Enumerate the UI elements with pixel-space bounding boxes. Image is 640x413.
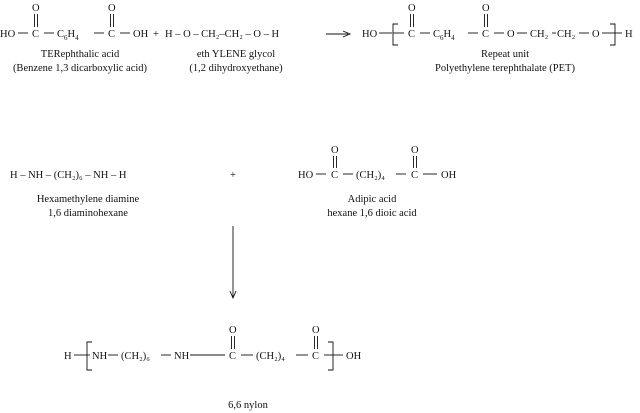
reaction-arrow-pet (326, 30, 352, 38)
ch2-group-2: CH₂ (557, 29, 576, 40)
carbonyl-oxygen: O (331, 145, 339, 156)
ring-c6h4: C6H4 (433, 29, 455, 42)
ch2-6-chain: (CH₂)₆ (121, 351, 150, 362)
oh-end: OH (346, 351, 362, 362)
carbon: C (331, 170, 338, 181)
h-end: H (64, 351, 72, 362)
nylon-product: H NH (CH₂)₆ NH C O (CH₂)₄ C O OH 6,6 nyl… (64, 325, 362, 411)
h-end: H (625, 29, 633, 40)
carbonyl-oxygen: O (408, 3, 416, 14)
ho-group: HO (0, 29, 16, 40)
right-bracket (610, 23, 616, 46)
nh-group-2: NH (174, 351, 190, 362)
oh-group: OH (441, 170, 457, 181)
ethylene-glycol-alt-name: (1,2 dihydroxyethane) (189, 63, 283, 74)
nylon-reactant-adipic-acid: HO C O (CH₂)₄ C O OH Adipic acid hexane … (298, 145, 457, 219)
right-bracket (328, 341, 334, 371)
carbonyl-oxygen: O (32, 3, 40, 14)
ring-c6h4: C6H4 (57, 29, 79, 42)
pet-repeat-unit-label: Repeat unit (481, 49, 529, 60)
carbonyl-oxygen: O (312, 325, 320, 336)
terephthalic-acid-alt-name: (Benzene 1,3 dicarboxylic acid) (13, 63, 148, 74)
hexamethylene-diamine-formula: H – NH – (CH₂)₆ – NH – H (10, 170, 127, 181)
ho-end: HO (362, 29, 378, 40)
carbon: C (32, 29, 39, 40)
carbon: C (229, 351, 236, 362)
left-bracket (392, 23, 398, 46)
reaction-arrow-nylon (229, 226, 237, 300)
nylon-name: 6,6 nylon (228, 400, 268, 411)
carbon: C (108, 29, 115, 40)
nh-group: NH (92, 351, 108, 362)
left-bracket (86, 341, 92, 371)
ho-group: HO (298, 170, 314, 181)
ch2-group-1: CH₂ (530, 29, 549, 40)
carbonyl-oxygen: O (108, 3, 116, 14)
pet-product-repeat-unit: HO C O C6H4 C O O CH₂ CH₂ O H Repeat uni… (362, 3, 633, 74)
carbonyl-oxygen: O (411, 145, 419, 156)
pet-name: Polyethylene terephthalate (PET) (435, 63, 575, 74)
ethylene-glycol-name: eth YLENE glycol (197, 49, 275, 60)
hexanedioic-acid-name: hexane 1,6 dioic acid (327, 208, 417, 219)
adipic-acid-name: Adipic acid (348, 194, 397, 205)
carbon: C (411, 170, 418, 181)
ethylene-glycol-formula: H – O – CH₂–CH₂ – O – H (165, 29, 279, 40)
terephthalic-acid-name: TERephthalic acid (41, 49, 120, 60)
carbonyl-oxygen: O (229, 325, 237, 336)
diaminohexane-name: 1,6 diaminohexane (48, 208, 128, 219)
carbon: C (482, 29, 489, 40)
pet-reactant-terephthalic-acid: HO C O C6H4 C O OH TERephthalic acid (Be… (0, 3, 149, 74)
ch2-4-chain: (CH₂)₄ (256, 351, 285, 362)
hexamethylene-diamine-name: Hexamethylene diamine (37, 194, 140, 205)
end-oxygen: O (592, 29, 600, 40)
carbonyl-oxygen: O (482, 3, 490, 14)
plus-sign-pet: + (153, 29, 159, 40)
pet-reactant-ethylene-glycol: H – O – CH₂–CH₂ – O – H eth YLENE glycol… (165, 29, 283, 74)
nylon-reactant-hexamethylene-diamine: H – NH – (CH₂)₆ – NH – H Hexamethylene d… (10, 170, 140, 219)
carbon: C (408, 29, 415, 40)
plus-sign-nylon: + (230, 170, 236, 181)
carbon: C (312, 351, 319, 362)
ester-oxygen: O (507, 29, 515, 40)
oh-group: OH (133, 29, 149, 40)
ch2-4-chain: (CH₂)₄ (356, 170, 385, 181)
